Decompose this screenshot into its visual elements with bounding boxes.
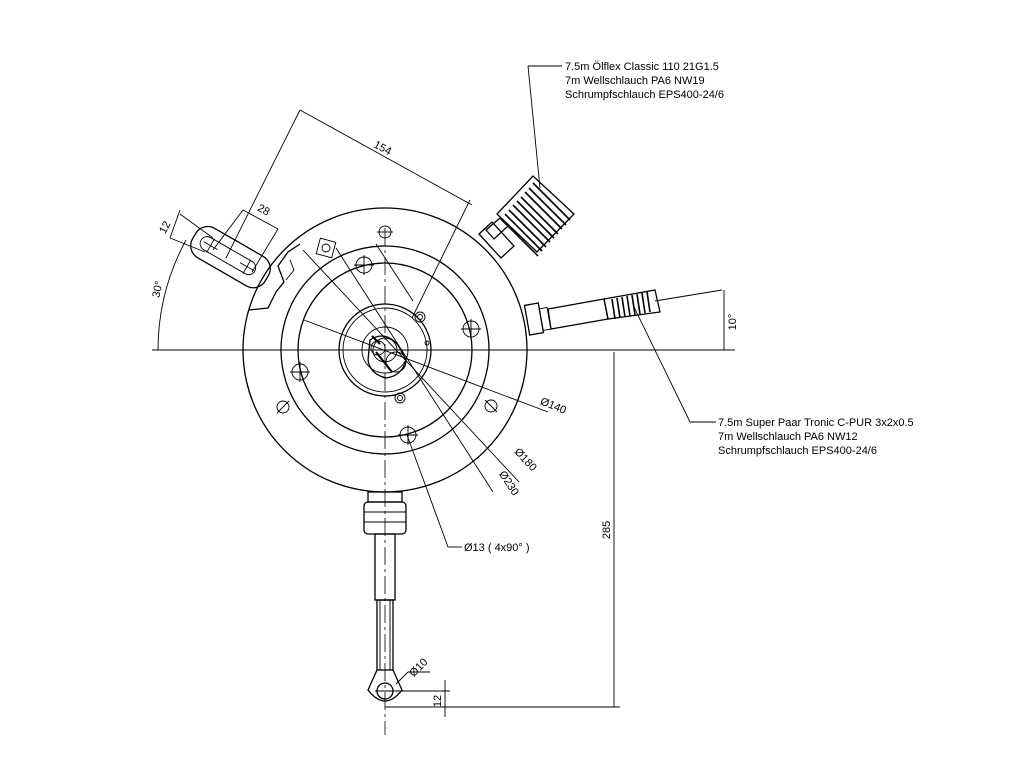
bolt-hole — [461, 319, 481, 339]
holes-label: Ø13 ( 4x90° ) — [464, 542, 530, 554]
dim-230-label: Ø230 — [496, 469, 521, 498]
center-lines — [152, 228, 735, 735]
corrugated-hose-top — [500, 182, 571, 257]
angle-30: 30° — [150, 239, 187, 351]
callout-right-leader — [632, 304, 716, 423]
angle-30-label: 30° — [150, 280, 165, 299]
dim-285-label: 285 — [601, 521, 613, 539]
angle-10-label: 10° — [727, 314, 739, 331]
cable-gland-right — [523, 289, 723, 336]
dimension-12-bottom: 12 — [395, 680, 450, 717]
callout-top-line-1: 7.5m Ölflex Classic 110 21G1.5 — [565, 61, 719, 73]
bottom-cable — [363, 491, 407, 702]
radial-leaders — [302, 243, 549, 548]
dimension-28: 28 — [212, 202, 279, 273]
callout-top-line-3: Schrumpfschlauch EPS400-24/6 — [565, 89, 724, 101]
bolt-hole — [290, 362, 310, 382]
dimension-12-bracket: 12 — [157, 209, 214, 253]
angle-10: 10° — [723, 290, 739, 350]
callout-right-line-1: 7.5m Super Paar Tronic C-PUR 3x2x0.5 — [718, 417, 914, 429]
callout-right-line-3: Schrumpfschlauch EPS400-24/6 — [718, 445, 877, 457]
dim-dia-10-label: Ø10 — [407, 656, 430, 679]
cable-gland-top — [478, 175, 575, 259]
dimension-285: 285 — [385, 352, 620, 708]
hub — [367, 335, 407, 379]
bolt-hole — [398, 425, 418, 445]
dim-180-label: Ø180 — [512, 446, 539, 474]
dimension-dia-10: Ø10 — [395, 656, 430, 685]
dim-28-label: 28 — [255, 202, 271, 218]
screw — [276, 400, 290, 414]
bolt-hole — [354, 255, 374, 275]
callout-top-line-2: 7m Wellschlauch PA6 NW19 — [565, 75, 705, 87]
screw — [315, 237, 337, 259]
inner-screw — [394, 311, 430, 404]
dim-154-label: 154 — [371, 139, 393, 158]
mounting-bracket — [190, 225, 271, 289]
callout-right-line-2: 7m Wellschlauch PA6 NW12 — [718, 431, 858, 443]
dim-12-bottom-label: 12 — [432, 695, 444, 707]
bracket-lobe — [248, 243, 301, 311]
corrugated-hose-right — [611, 291, 651, 320]
dim-140-label: Ø140 — [538, 396, 567, 417]
screw — [377, 225, 393, 239]
screw — [484, 399, 498, 413]
callout-top-leader — [527, 65, 562, 189]
dim-12-bracket-label: 12 — [157, 219, 173, 235]
